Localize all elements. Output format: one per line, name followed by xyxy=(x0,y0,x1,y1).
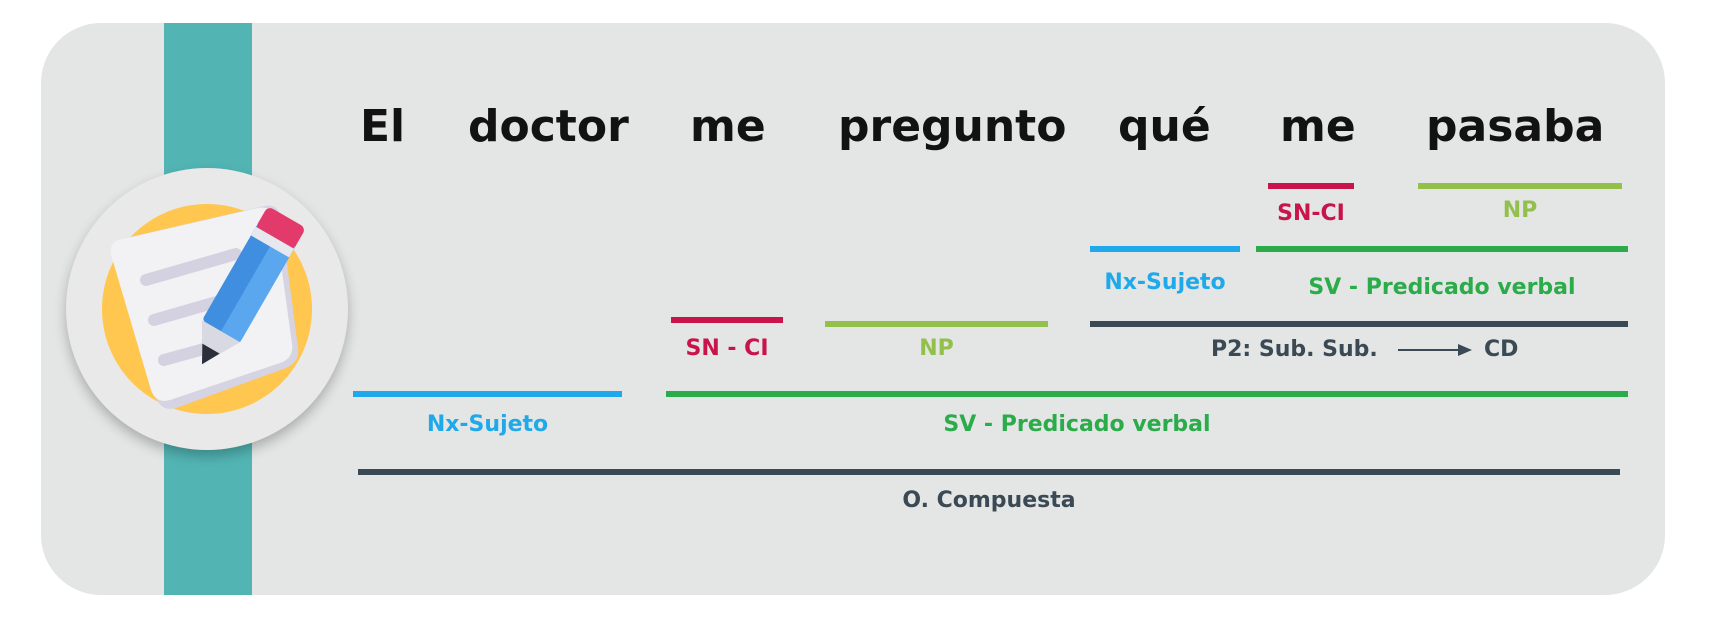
sentence-bar xyxy=(358,469,1620,475)
sub-me-label: SN-CI xyxy=(1277,201,1345,226)
arrow-right-icon xyxy=(1398,344,1472,356)
word-el: El xyxy=(360,101,406,152)
sub-pasaba-label: NP xyxy=(1502,198,1538,223)
main-subject-label: Nx-Sujeto xyxy=(426,412,549,437)
sub-subject-label: Nx-Sujeto xyxy=(1104,270,1226,295)
word-me-subordinate: me xyxy=(1280,101,1356,152)
sub-clause-label: P2: Sub. Sub. xyxy=(1211,337,1378,362)
sub-clause-bar xyxy=(1090,321,1628,327)
main-me-label: SN - CI xyxy=(685,336,769,361)
sub-clause-function-label: CD xyxy=(1484,337,1519,362)
word-pregunto: pregunto xyxy=(838,101,1067,152)
sub-predicate-bar xyxy=(1256,246,1628,252)
word-pasaba: pasaba xyxy=(1426,101,1605,152)
sentence-type-label: O. Compuesta xyxy=(902,488,1076,513)
analysis-card xyxy=(41,23,1665,595)
word-doctor: doctor xyxy=(468,101,629,152)
main-verb-bar xyxy=(825,321,1048,327)
main-predicate-bar xyxy=(666,391,1628,397)
word-me: me xyxy=(690,101,766,152)
notes-pencil-icon xyxy=(66,168,348,450)
sub-predicate-label: SV - Predicado verbal xyxy=(1308,275,1576,300)
sub-subject-bar xyxy=(1090,246,1240,252)
sub-me-bar xyxy=(1268,183,1354,189)
main-me-bar xyxy=(671,317,783,323)
sub-pasaba-bar xyxy=(1418,183,1622,189)
main-verb-label: NP xyxy=(919,336,954,361)
word-que: qué xyxy=(1118,101,1211,152)
main-subject-bar xyxy=(353,391,622,397)
main-predicate-label: SV - Predicado verbal xyxy=(943,412,1211,437)
